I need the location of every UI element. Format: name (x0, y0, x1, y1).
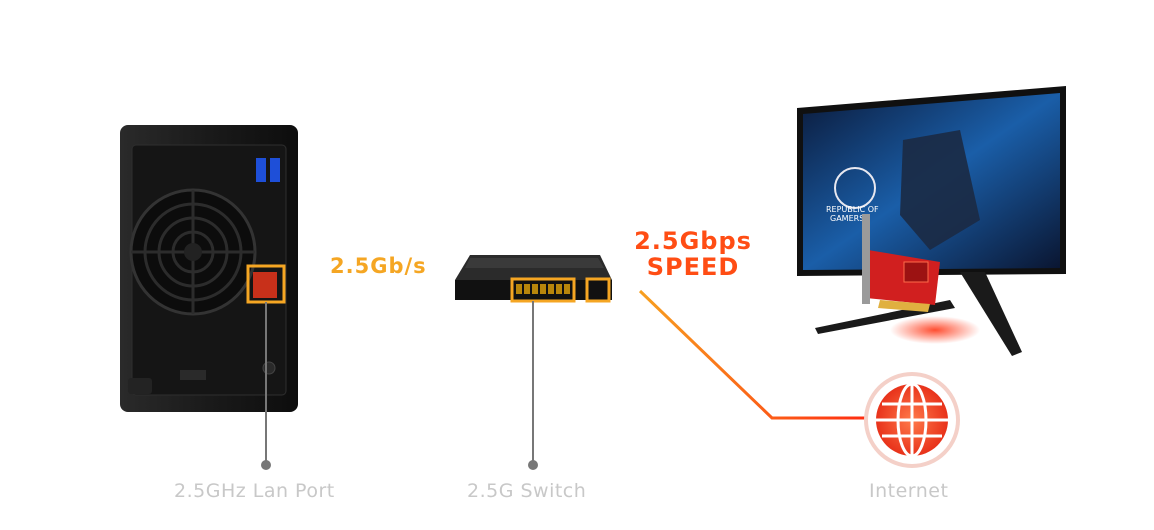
game-character-image (900, 130, 980, 250)
speed-callout-line1: 2.5Gbps (634, 227, 752, 255)
switch-label: 2.5G Switch (467, 480, 587, 502)
switch-ports (516, 284, 570, 294)
callout-lines (261, 301, 538, 470)
network-card-heatsink (903, 261, 929, 283)
usb-port-icon (256, 158, 266, 182)
switch-device (455, 255, 612, 303)
usb-port-icon (270, 158, 280, 182)
lan-port-icon (253, 272, 277, 298)
internet-label: Internet (869, 480, 949, 502)
stand-glow (890, 316, 980, 344)
link-switch-internet (638, 289, 870, 420)
rog-logo-icon (834, 167, 876, 209)
monitor-screen-text-1: REPUBLIC OF (826, 205, 879, 214)
nas-device (120, 125, 298, 412)
speed-callout: 2.5Gbps SPEED (628, 228, 758, 280)
monitor-stand (960, 272, 1022, 356)
monitor-screen-text-2: GAMERS (830, 214, 864, 223)
lan-port-label: 2.5GHz Lan Port (174, 480, 335, 502)
switch-ports-highlight (510, 277, 576, 303)
callout-dot-switch (528, 460, 538, 470)
lock-slot-icon (180, 370, 206, 380)
monitor-device: REPUBLIC OF GAMERS (797, 86, 1066, 356)
uplink-port-highlight (585, 277, 611, 303)
network-card (862, 214, 940, 312)
power-port-icon (128, 378, 152, 394)
link-speed-label: 2.5Gb/s (330, 254, 427, 278)
fan-icon (129, 188, 257, 316)
screw-icon (262, 361, 276, 375)
globe-icon (864, 372, 960, 468)
speed-callout-line2: SPEED (646, 253, 740, 281)
network-card-bracket (862, 214, 870, 304)
callout-dot-lan-port (261, 460, 271, 470)
